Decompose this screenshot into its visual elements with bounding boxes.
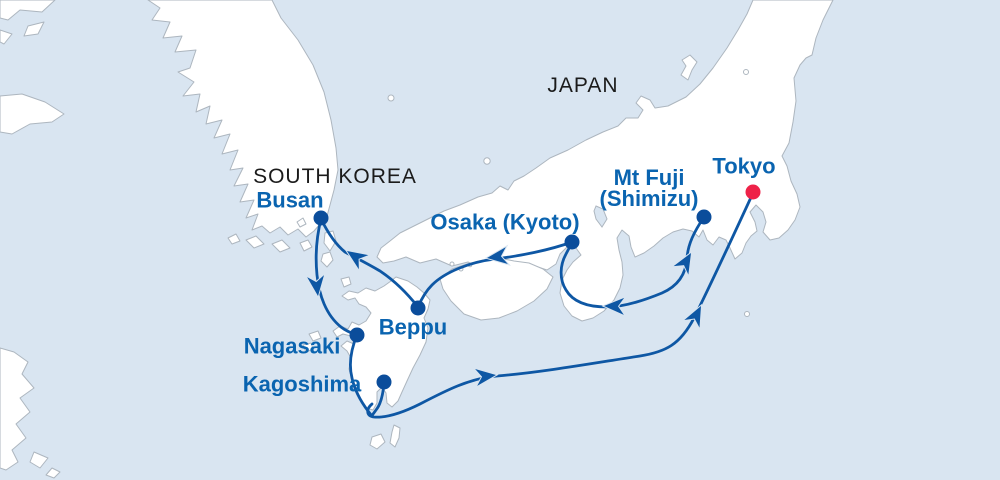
port-dot-kagoshima[interactable]: [376, 374, 392, 390]
landmass-kyushu: [302, 230, 431, 450]
landmass-china-coast: [0, 0, 65, 479]
direction-arrow-icon: [344, 249, 372, 273]
tsushima-island: [323, 230, 337, 252]
port-dot-osaka[interactable]: [564, 234, 580, 250]
route-busan-nagasaki: [314, 217, 359, 337]
port-dot-mt-fuji[interactable]: [696, 209, 712, 225]
route-kagoshima-connector: [370, 381, 386, 418]
direction-arrow-icon: [484, 244, 511, 266]
route-nagasaki-kagoshima: [348, 333, 374, 418]
direction-arrow-icon: [472, 367, 499, 389]
lake-biwa: [593, 205, 608, 228]
direction-arrow-icon: [601, 295, 628, 318]
landmass-honshu: [376, 0, 834, 322]
route-direction-arrows: [304, 244, 703, 389]
port-dot-busan[interactable]: [313, 210, 329, 226]
port-dots: [313, 184, 761, 390]
direction-arrow-icon: [304, 272, 326, 299]
port-dot-nagasaki[interactable]: [349, 327, 365, 343]
iki-island: [340, 276, 352, 288]
port-dot-tokyo[interactable]: [745, 184, 761, 200]
direction-arrow-icon: [681, 303, 703, 332]
port-dot-beppu[interactable]: [410, 300, 426, 316]
sado-island: [680, 54, 698, 81]
landmass-korea: [147, 0, 339, 253]
route-osaka-beppu: [416, 240, 574, 309]
tsushima-island: [320, 251, 334, 268]
landmass-shikoku: [439, 257, 554, 321]
direction-arrow-icon: [670, 250, 693, 279]
